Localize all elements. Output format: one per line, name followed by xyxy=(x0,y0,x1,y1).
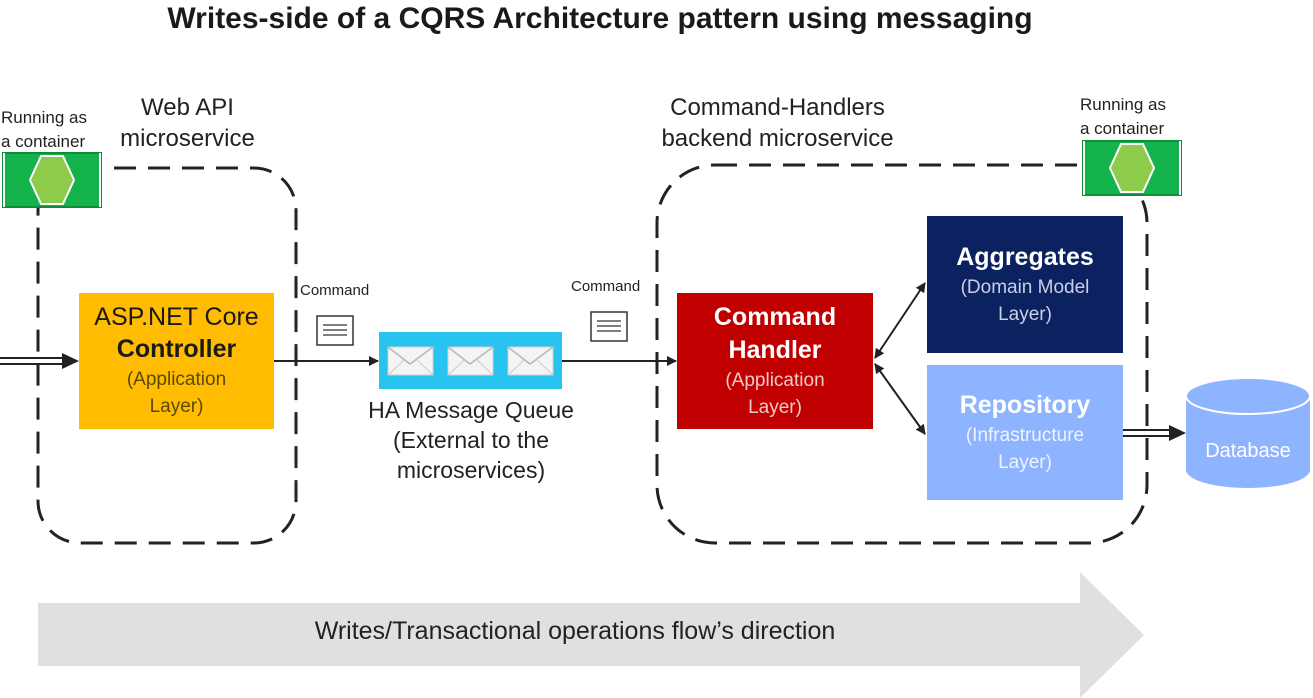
repository-layer: Layer) xyxy=(998,452,1052,473)
command-label-right: Command xyxy=(571,278,641,295)
envelope-icon xyxy=(387,346,434,376)
aggregates-layer: (Domain Model xyxy=(960,277,1090,298)
web-api-service-label: Web API microservice xyxy=(100,92,275,154)
container-icon-right xyxy=(1082,140,1182,196)
controller-box: ASP.NET Core Controller (Application Lay… xyxy=(79,293,274,429)
repository-title: Repository xyxy=(959,391,1091,419)
aggregates-layer: Layer) xyxy=(998,304,1052,325)
command-document-icon-left xyxy=(316,315,354,346)
aggregates-box: Aggregates (Domain Model Layer) xyxy=(927,216,1123,353)
flow-direction-label: Writes/Transactional operations flow’s d… xyxy=(314,617,836,645)
repository-to-database-arrow xyxy=(1123,425,1186,441)
backend-service-label: Command-Handlers backend microservice xyxy=(640,92,915,154)
service-label-line: backend microservice xyxy=(661,125,894,152)
queue-label-line: microservices) xyxy=(396,457,546,483)
controller-layer: Layer) xyxy=(149,396,204,417)
command-label-left: Command xyxy=(300,282,370,299)
service-label-line: Web API xyxy=(141,94,234,121)
message-queue xyxy=(379,332,562,389)
container-label-line: a container xyxy=(1080,119,1165,138)
queue-label: HA Message Queue (External to the micros… xyxy=(340,395,602,485)
diagram-title: Writes-side of a CQRS Architecture patte… xyxy=(167,2,1033,35)
container-label-line: a container xyxy=(1,132,86,151)
controller-layer: (Application xyxy=(126,369,227,390)
web-api-boundary xyxy=(36,166,298,545)
handler-title: Handler xyxy=(728,336,822,364)
backend-boundary xyxy=(655,163,1149,545)
container-label-line: Running as xyxy=(1,108,88,127)
queue-label-title: HA Message Queue xyxy=(368,397,574,423)
handler-layer: (Application xyxy=(725,370,825,391)
controller-title: ASP.NET Core xyxy=(94,303,259,331)
flow-direction-arrow xyxy=(38,572,1144,698)
handler-layer: Layer) xyxy=(748,397,802,418)
incoming-request-arrow xyxy=(0,353,79,369)
command-document-icon-right xyxy=(590,311,628,342)
container-label-line: Running as xyxy=(1080,95,1167,114)
service-label-line: Command-Handlers xyxy=(670,94,885,121)
database-label: Database xyxy=(1205,440,1291,462)
web-api-container-label: Running as a container xyxy=(1,106,111,154)
aggregates-title: Aggregates xyxy=(956,243,1094,271)
backend-container-label: Running as a container xyxy=(1080,93,1190,141)
envelope-icon xyxy=(507,346,554,376)
container-icon-left xyxy=(2,152,102,208)
command-handler-box: Command Handler (Application Layer) xyxy=(677,293,873,429)
handler-repository-arrow xyxy=(874,363,926,435)
repository-layer: (Infrastructure xyxy=(965,425,1085,446)
repository-box: Repository (Infrastructure Layer) xyxy=(927,365,1123,500)
controller-title-bold: Controller xyxy=(116,335,237,363)
handler-aggregates-arrow xyxy=(874,282,926,359)
envelope-icon xyxy=(447,346,494,376)
database-icon xyxy=(1185,377,1311,488)
handler-title: Command xyxy=(713,303,837,331)
service-label-line: microservice xyxy=(120,125,255,152)
queue-label-line: (External to the xyxy=(393,427,549,453)
